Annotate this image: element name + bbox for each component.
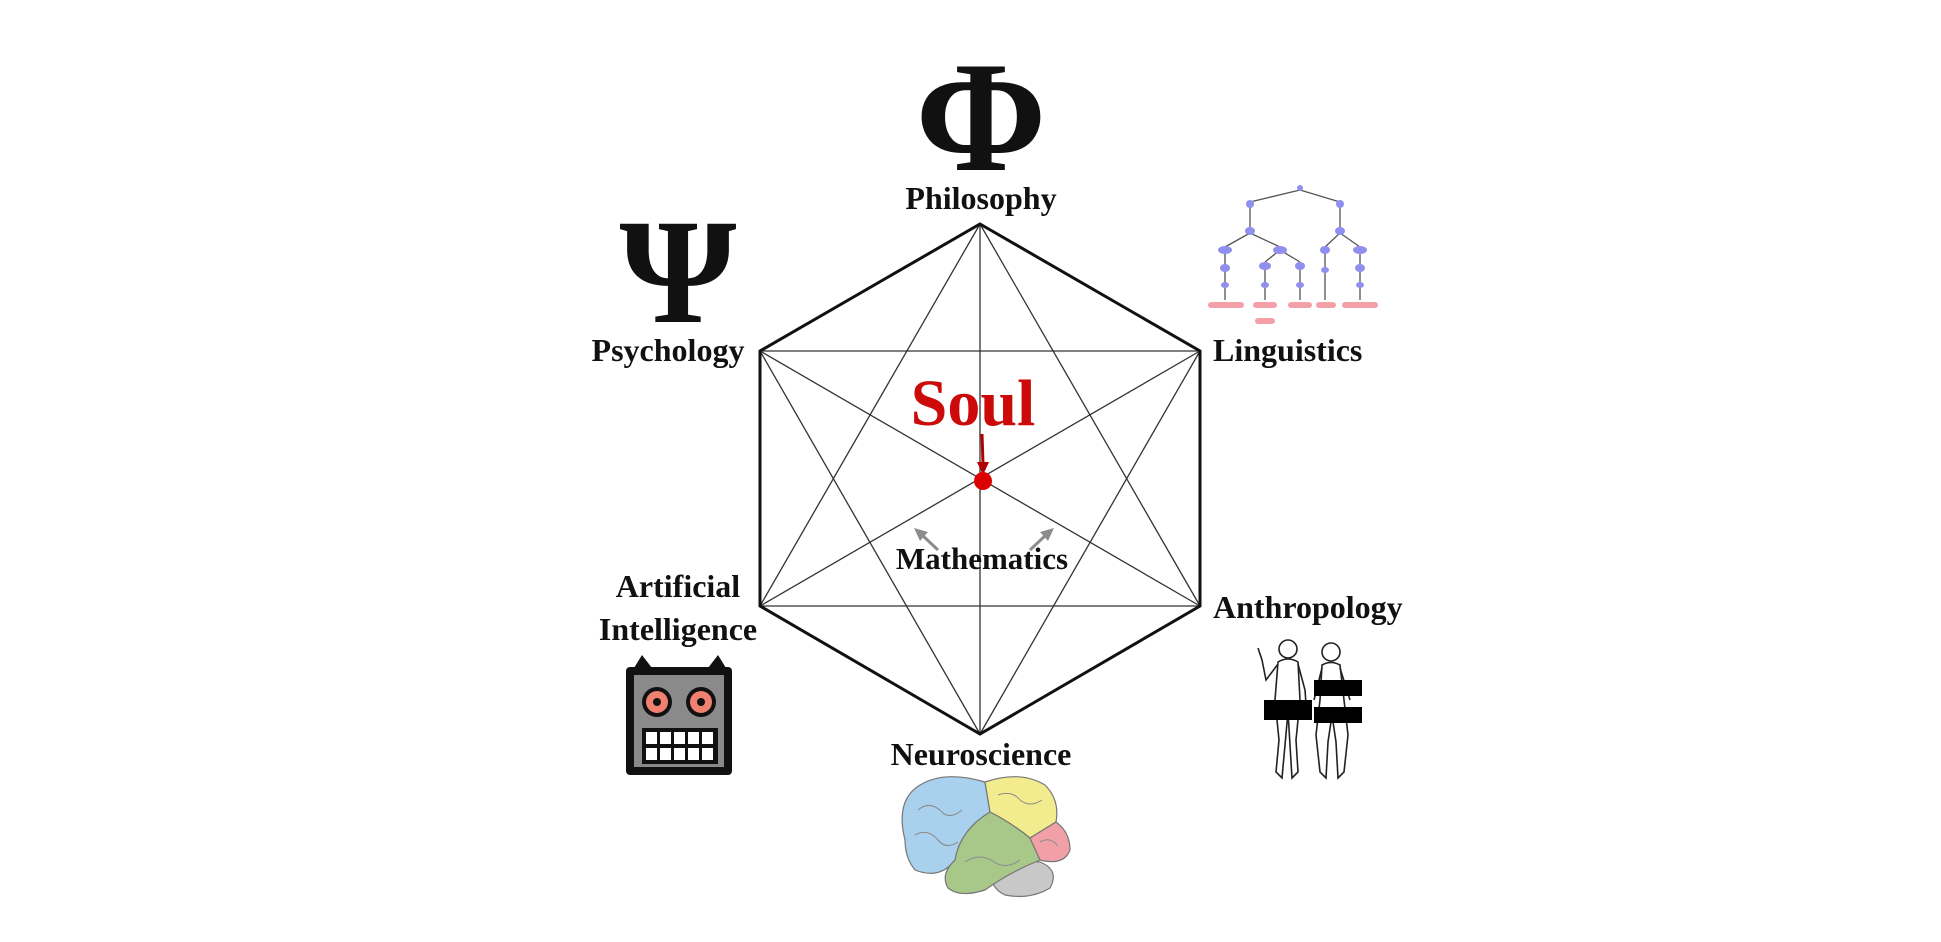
psychology-label: Psychology [592, 332, 745, 368]
soul-label: Soul [911, 367, 1036, 440]
soul-center: Soul [911, 367, 1036, 490]
brain-occipital-lobe [1029, 821, 1071, 863]
mathematics-label: Mathematics [896, 541, 1068, 576]
syntax-tree-icon [1208, 185, 1378, 324]
brain-icon [901, 776, 1071, 898]
ai-label-line-2: Intelligence [599, 611, 757, 647]
diagonal-line [759, 350, 981, 735]
mathematics-arrow-right [1028, 528, 1054, 552]
robot-face-icon [626, 655, 732, 775]
linguistics-label: Linguistics [1213, 332, 1362, 368]
soul-arrow-head [977, 462, 989, 475]
psi-symbol-icon: Ψ [620, 189, 737, 355]
brain-temporal-lobe [944, 811, 1041, 895]
discipline-labels: Philosophy Linguistics Anthropology Neur… [592, 180, 1403, 772]
anthropology-label: Anthropology [1213, 589, 1403, 625]
ai-label-line-1: Artificial [616, 568, 741, 604]
philosophy-label: Philosophy [905, 180, 1056, 216]
mathematics-group: Mathematics [896, 528, 1068, 576]
mathematics-arrow-left [914, 528, 940, 552]
human-figures-icon [1257, 639, 1362, 780]
soul-point [974, 472, 992, 490]
neuroscience-label: Neuroscience [891, 736, 1072, 772]
phi-symbol-icon: Φ [916, 30, 1047, 205]
soul-arrow-shaft [980, 433, 985, 465]
hexagon-outline [758, 222, 1202, 736]
